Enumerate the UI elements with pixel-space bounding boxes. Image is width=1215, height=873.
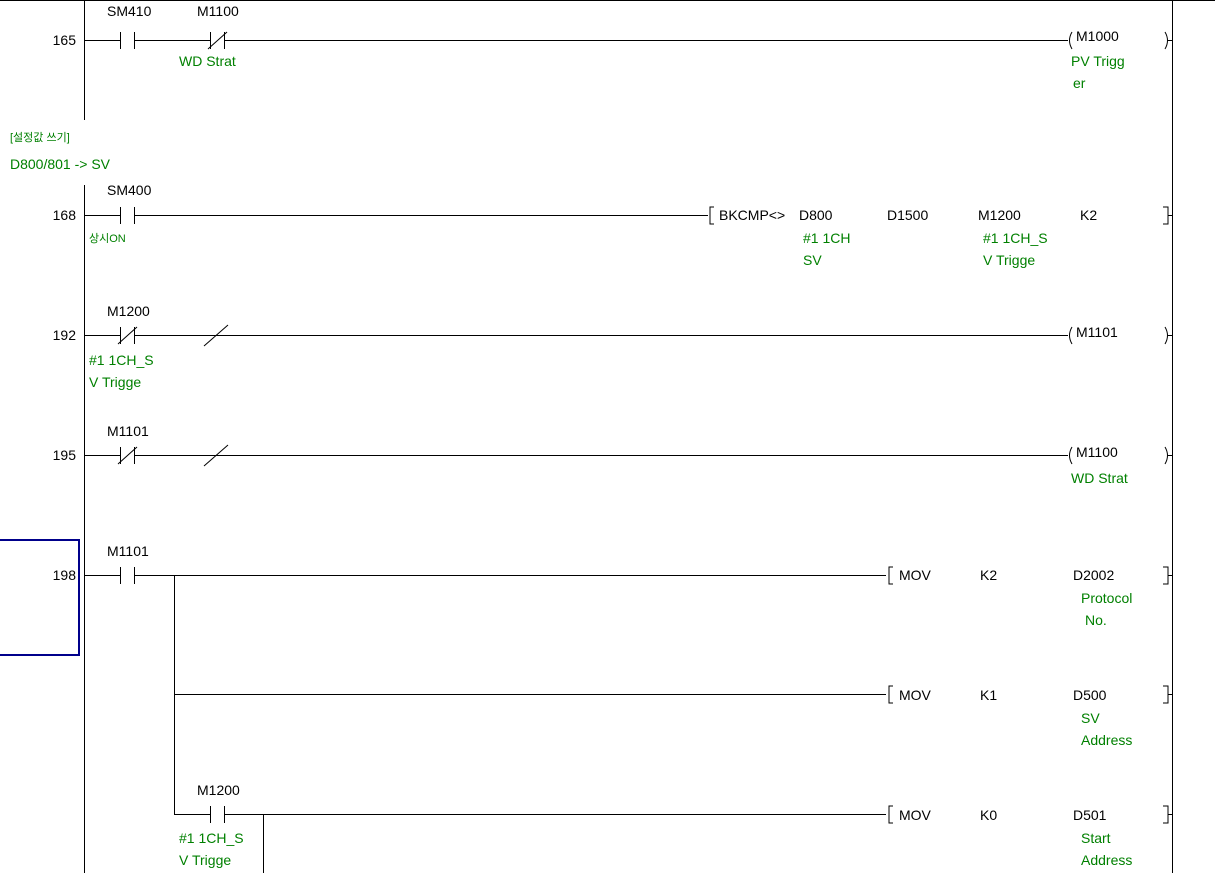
operand-label[interactable]: D500 [1073, 687, 1107, 703]
device-comment: WD Strat [1071, 470, 1128, 486]
coil-device-label[interactable]: M1101 [1076, 324, 1118, 340]
contact-device-label[interactable]: SM400 [107, 182, 152, 198]
statement-comment: [설정값 쓰기] [10, 132, 70, 144]
device-comment: SV [803, 252, 822, 268]
operand-label[interactable]: K2 [980, 567, 998, 583]
contact-device-label[interactable]: M1101 [107, 543, 149, 559]
device-comment: #1 1CH_S [179, 830, 244, 846]
step-number: 165 [52, 32, 76, 48]
coil-device-label[interactable]: M1100 [1076, 444, 1118, 460]
selection-cursor [0, 539, 80, 656]
operand-label[interactable]: M1200 [978, 207, 1021, 223]
contact-device-label[interactable]: M1101 [107, 423, 149, 439]
device-comment: V Trigge [179, 852, 232, 868]
operand-label[interactable]: K1 [980, 687, 998, 703]
device-comment: #1 1CH [803, 230, 851, 246]
instruction-name[interactable]: MOV [899, 567, 931, 583]
device-comment: V Trigge [89, 374, 142, 390]
device-comment: PV Trigg [1071, 53, 1125, 69]
operand-label[interactable]: K2 [1080, 207, 1098, 223]
device-comment: Address [1081, 852, 1133, 868]
device-comment: SV [1081, 710, 1100, 726]
contact-device-label[interactable]: SM410 [107, 3, 152, 19]
device-comment: #1 1CH_S [983, 230, 1048, 246]
device-comment: Start [1081, 830, 1111, 846]
device-comment: Address [1081, 732, 1133, 748]
operand-label[interactable]: D800 [799, 207, 833, 223]
step-number: 195 [52, 447, 76, 463]
step-number: 192 [52, 327, 76, 343]
instruction-name[interactable]: MOV [899, 687, 931, 703]
device-comment: Protocol [1081, 590, 1133, 606]
device-comment: No. [1085, 612, 1107, 628]
operand-label[interactable]: K0 [980, 807, 998, 823]
operand-label[interactable]: D2002 [1073, 567, 1115, 583]
contact-device-label[interactable]: M1200 [107, 303, 150, 319]
statement-comment: D800/801 -> SV [10, 156, 111, 172]
device-comment: er [1073, 75, 1086, 91]
contact-device-label[interactable]: M1100 [197, 3, 239, 19]
coil-device-label[interactable]: M1000 [1076, 28, 1119, 44]
device-comment: V Trigge [983, 252, 1036, 268]
operand-label[interactable]: D1500 [887, 207, 929, 223]
step-number: 168 [52, 207, 76, 223]
contact-device-label[interactable]: M1200 [197, 782, 240, 798]
device-comment: WD Strat [179, 53, 236, 69]
instruction-name[interactable]: BKCMP<> [719, 207, 786, 223]
device-comment: #1 1CH_S [89, 352, 154, 368]
step-number: 198 [52, 567, 76, 583]
operand-label[interactable]: D501 [1073, 807, 1107, 823]
instruction-name[interactable]: MOV [899, 807, 931, 823]
device-comment: 상시ON [89, 233, 126, 245]
